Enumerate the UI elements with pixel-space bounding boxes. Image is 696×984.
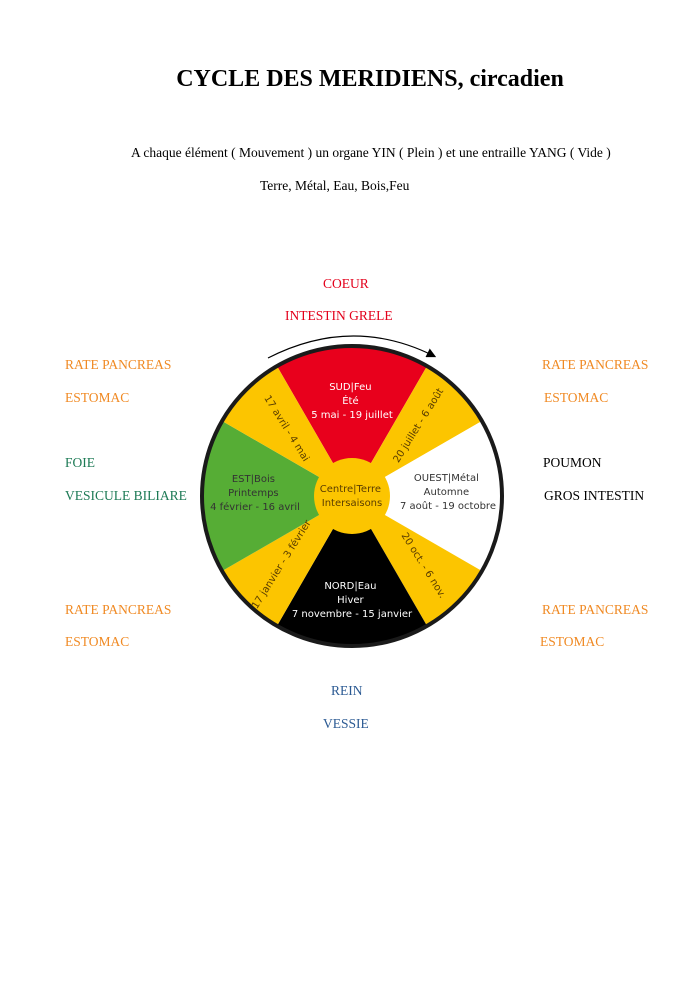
subtitle: A chaque élément ( Mouvement ) un organe… xyxy=(131,145,611,160)
label-rein: REIN xyxy=(331,683,363,698)
label-coeur: COEUR xyxy=(323,276,369,291)
ouest-label: OUEST|Métal Automne 7 août - 19 octobre xyxy=(400,472,496,512)
label-rate-bl: RATE PANCREAS xyxy=(65,602,172,617)
center-circle xyxy=(314,458,390,534)
label-estomac-tr: ESTOMAC xyxy=(544,390,609,405)
est-label: EST|Bois Printemps 4 février - 16 avril xyxy=(210,474,300,513)
label-estomac-br: ESTOMAC xyxy=(540,634,605,649)
sector-ouest xyxy=(352,421,502,571)
label-rate-tr: RATE PANCREAS xyxy=(542,357,649,372)
elements-line: Terre, Métal, Eau, Bois,Feu xyxy=(260,178,410,193)
label-estomac-bl: ESTOMAC xyxy=(65,634,130,649)
label-estomac-tl: ESTOMAC xyxy=(65,390,130,405)
sud-label: SUD|Feu Été 5 mai - 19 juillet xyxy=(311,382,393,421)
label-gros-intestin: GROS INTESTIN xyxy=(544,488,645,503)
sector-transition xyxy=(352,366,482,496)
label-vesicule: VESICULE BILIARE xyxy=(65,488,187,503)
sector-est xyxy=(202,421,352,571)
wheel-border xyxy=(200,344,504,648)
sector-transition xyxy=(222,496,352,626)
page-title: CYCLE DES MERIDIENS, circadien xyxy=(176,66,564,92)
label-rate-tl: RATE PANCREAS xyxy=(65,357,172,372)
sector-nord xyxy=(277,496,427,646)
sector-transition xyxy=(222,366,352,496)
label-intestin-grele: INTESTIN GRELE xyxy=(285,308,393,323)
sector-sud xyxy=(277,345,427,496)
nord-label: NORD|Eau Hiver 7 novembre - 15 janvier xyxy=(292,581,413,620)
label-rate-br: RATE PANCREAS xyxy=(542,602,649,617)
label-vessie: VESSIE xyxy=(323,716,369,731)
label-foie: FOIE xyxy=(65,455,95,470)
center-label: Centre|Terre Intersaisons xyxy=(320,484,385,509)
cycle-arrow-icon xyxy=(267,335,437,359)
sector-transition xyxy=(352,496,482,626)
label-poumon: POUMON xyxy=(543,455,602,470)
